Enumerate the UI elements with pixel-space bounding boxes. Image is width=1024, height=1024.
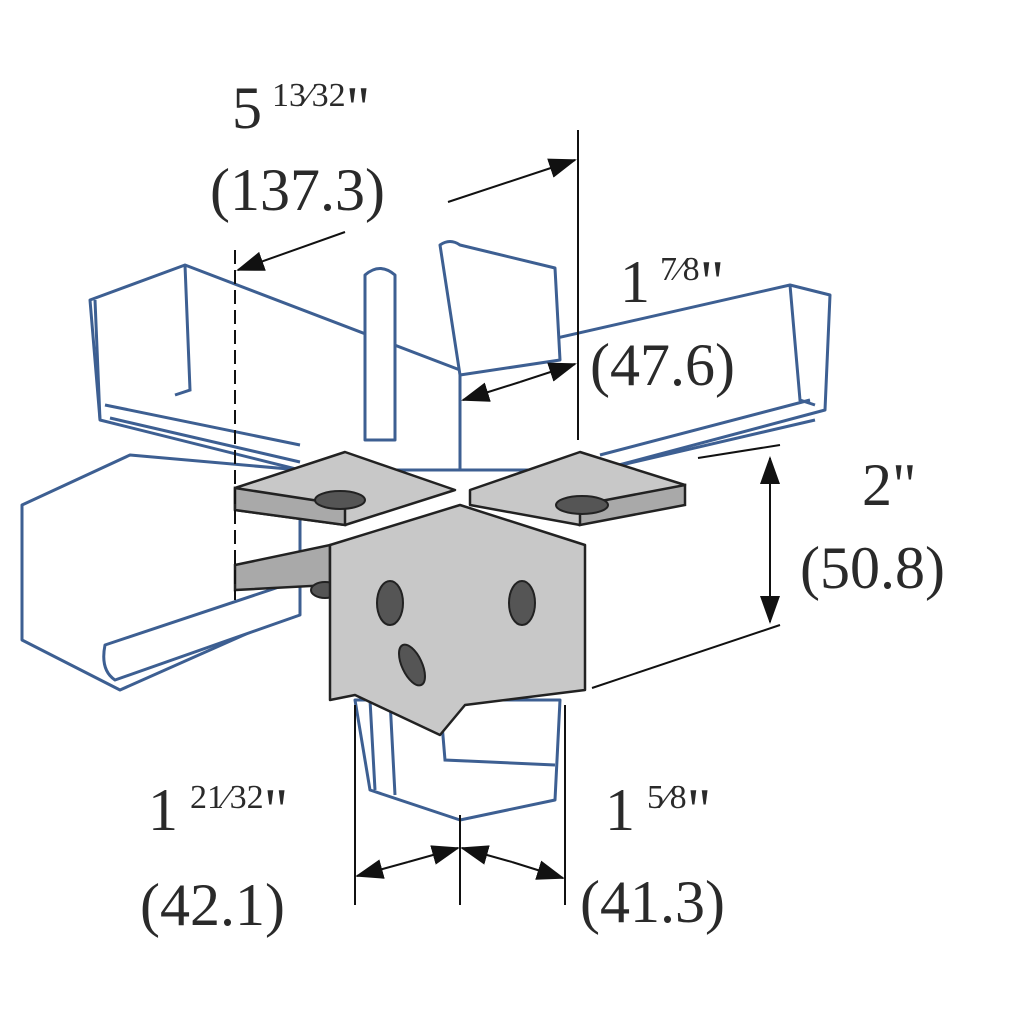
hole-icon	[508, 580, 536, 626]
hole-icon	[398, 643, 426, 687]
right-depth-metric: (41.3)	[580, 869, 725, 935]
hole-icon	[555, 495, 609, 515]
bracket-front-face	[328, 503, 587, 737]
left-lower-channel-lip	[102, 578, 302, 682]
left-depth-metric: (42.1)	[140, 872, 285, 938]
height-metric: (50.8)	[800, 535, 945, 601]
vertical-post	[363, 267, 397, 442]
strut-channels	[20, 240, 832, 822]
four-hole-bracket	[233, 450, 687, 737]
overall-length-metric: (137.3)	[210, 157, 385, 223]
height-label: 2"	[862, 452, 917, 518]
hole-icon	[314, 490, 366, 510]
dimension-lines	[234, 130, 781, 905]
hole-icon	[376, 580, 404, 626]
vertical-upper-channel	[438, 240, 562, 377]
flange-width-metric: (47.6)	[590, 332, 735, 398]
